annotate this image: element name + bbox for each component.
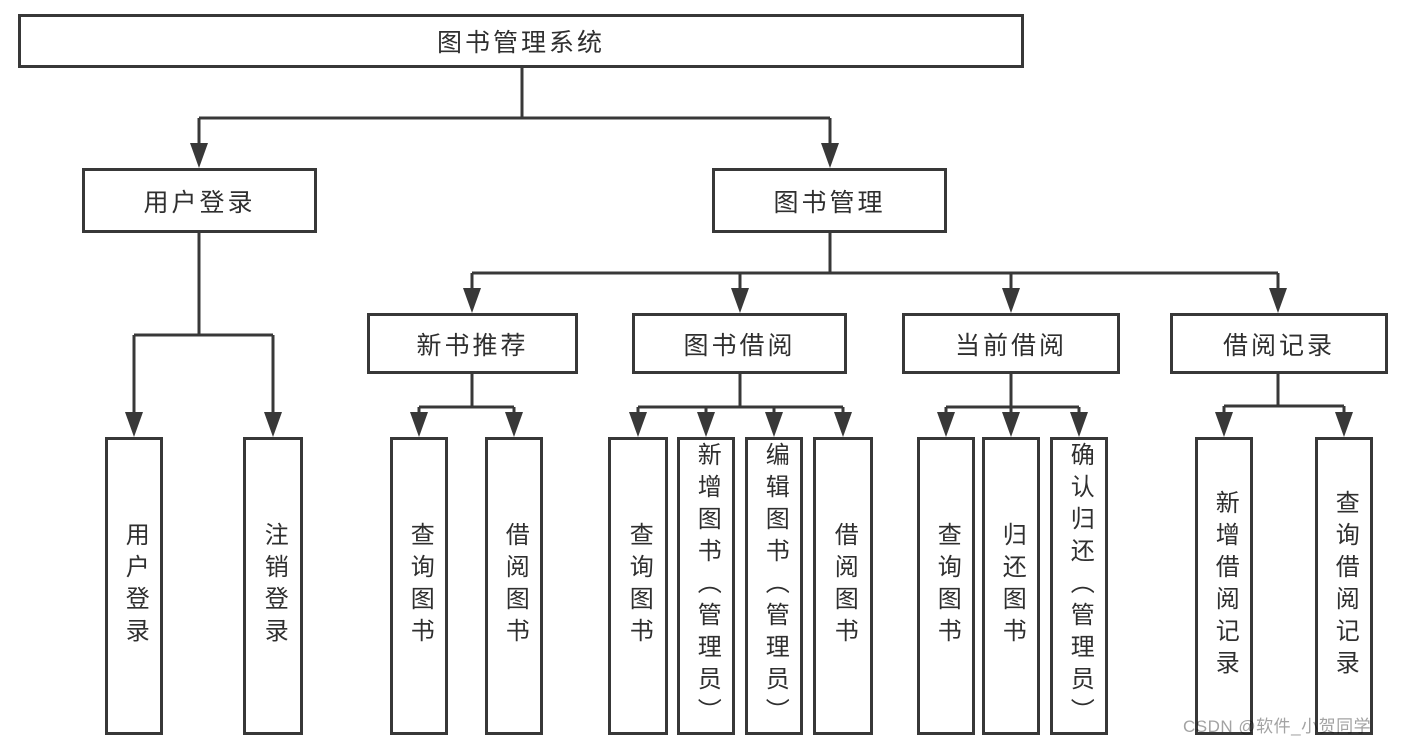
leaf-confirm-return-admin: 确认归还（管理员） [1050, 437, 1108, 735]
node-borrow-record: 借阅记录 [1170, 313, 1388, 374]
leaf-label: 借阅图书 [501, 522, 529, 650]
leaf-add-borrow-record: 新增借阅记录 [1195, 437, 1253, 735]
leaf-query-borrow-record: 查询借阅记录 [1315, 437, 1373, 735]
leaf-borrow-books-recommend: 借阅图书 [485, 437, 543, 735]
node-book-borrow: 图书借阅 [632, 313, 847, 374]
watermark-text: CSDN @软件_小贺同学 [1183, 717, 1372, 736]
leaf-label: 新增图书（管理员） [693, 442, 721, 730]
node-book-management: 图书管理 [712, 168, 947, 233]
leaf-logout: 注销登录 [243, 437, 303, 735]
leaf-label: 编辑图书（管理员） [761, 442, 789, 730]
leaf-query-books-borrow: 查询图书 [608, 437, 668, 735]
leaf-label: 归还图书 [998, 522, 1026, 650]
leaf-label: 查询图书 [406, 522, 434, 650]
node-new-book-recommend: 新书推荐 [367, 313, 578, 374]
leaf-edit-books-admin: 编辑图书（管理员） [745, 437, 803, 735]
node-user-login: 用户登录 [82, 168, 317, 233]
leaf-user-login: 用户登录 [105, 437, 163, 735]
leaf-return-books: 归还图书 [982, 437, 1040, 735]
node-root-library-system: 图书管理系统 [18, 14, 1024, 68]
leaf-label: 借阅图书 [830, 522, 858, 650]
leaf-label: 注销登录 [260, 522, 288, 650]
leaf-label: 查询图书 [933, 522, 961, 650]
leaf-label: 查询图书 [625, 522, 653, 650]
node-current-borrow: 当前借阅 [902, 313, 1120, 374]
leaf-label: 用户登录 [121, 522, 149, 650]
leaf-query-books-recommend: 查询图书 [390, 437, 448, 735]
leaf-label: 新增借阅记录 [1211, 490, 1239, 682]
leaf-label: 查询借阅记录 [1331, 490, 1359, 682]
leaf-label: 确认归还（管理员） [1066, 442, 1094, 730]
leaf-add-books-admin: 新增图书（管理员） [677, 437, 735, 735]
leaf-borrow-books: 借阅图书 [813, 437, 873, 735]
leaf-query-books-current: 查询图书 [917, 437, 975, 735]
